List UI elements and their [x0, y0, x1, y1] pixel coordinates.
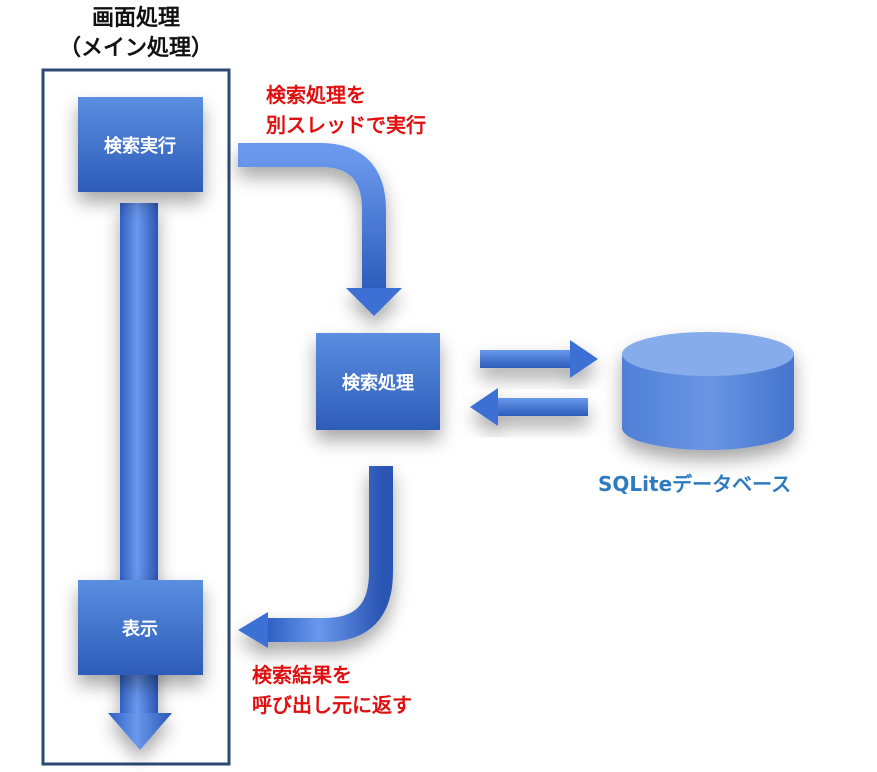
display-label: 表示: [122, 618, 158, 640]
title-line-1: 画面処理: [91, 6, 180, 31]
main-process-frame: [41, 68, 231, 766]
database-cylinder-icon: [622, 332, 794, 450]
return-result-arrow: [238, 466, 393, 648]
display-box: [78, 580, 203, 675]
return-note-line-2: 呼び出し元に返す: [252, 693, 412, 717]
response-arrow: [470, 388, 588, 426]
database-label: SQLiteデータベース: [598, 472, 792, 496]
main-process-title: 画面処理 （メイン処理）: [36, 4, 236, 64]
return-note: 検索結果を 呼び出し元に返す: [252, 660, 412, 720]
search-exec-box: [78, 97, 203, 192]
thread-note-line-1: 検索処理を: [266, 83, 366, 107]
thread-start-arrow: [238, 143, 402, 316]
search-proc-label: 検索処理: [342, 372, 414, 394]
search-exec-label: 検索実行: [104, 135, 176, 157]
search-proc-box: [316, 333, 440, 430]
title-line-2: （メイン処理）: [58, 36, 213, 61]
return-note-line-1: 検索結果を: [252, 663, 352, 687]
thread-note-line-2: 別スレッドで実行: [266, 113, 426, 137]
thread-note: 検索処理を 別スレッドで実行: [266, 80, 426, 140]
query-arrow: [480, 340, 598, 378]
